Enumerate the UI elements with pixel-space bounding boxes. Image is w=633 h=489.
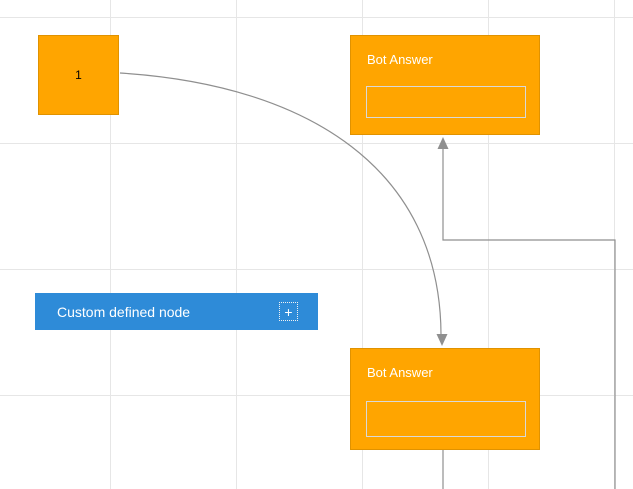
add-icon[interactable]: +	[279, 302, 298, 321]
custom-node-label: Custom defined node	[57, 303, 191, 320]
node-bot-answer-top[interactable]: Bot Answer	[350, 35, 540, 135]
bot-answer-title: Bot Answer	[367, 52, 433, 67]
node-custom-defined[interactable]: Custom defined node +	[35, 293, 318, 330]
bot-answer-title: Bot Answer	[367, 365, 433, 380]
bot-answer-input[interactable]	[366, 86, 526, 118]
node-square-1[interactable]: 1	[38, 35, 119, 115]
node-bot-answer-bottom[interactable]: Bot Answer	[350, 348, 540, 450]
bot-answer-input[interactable]	[366, 401, 526, 437]
